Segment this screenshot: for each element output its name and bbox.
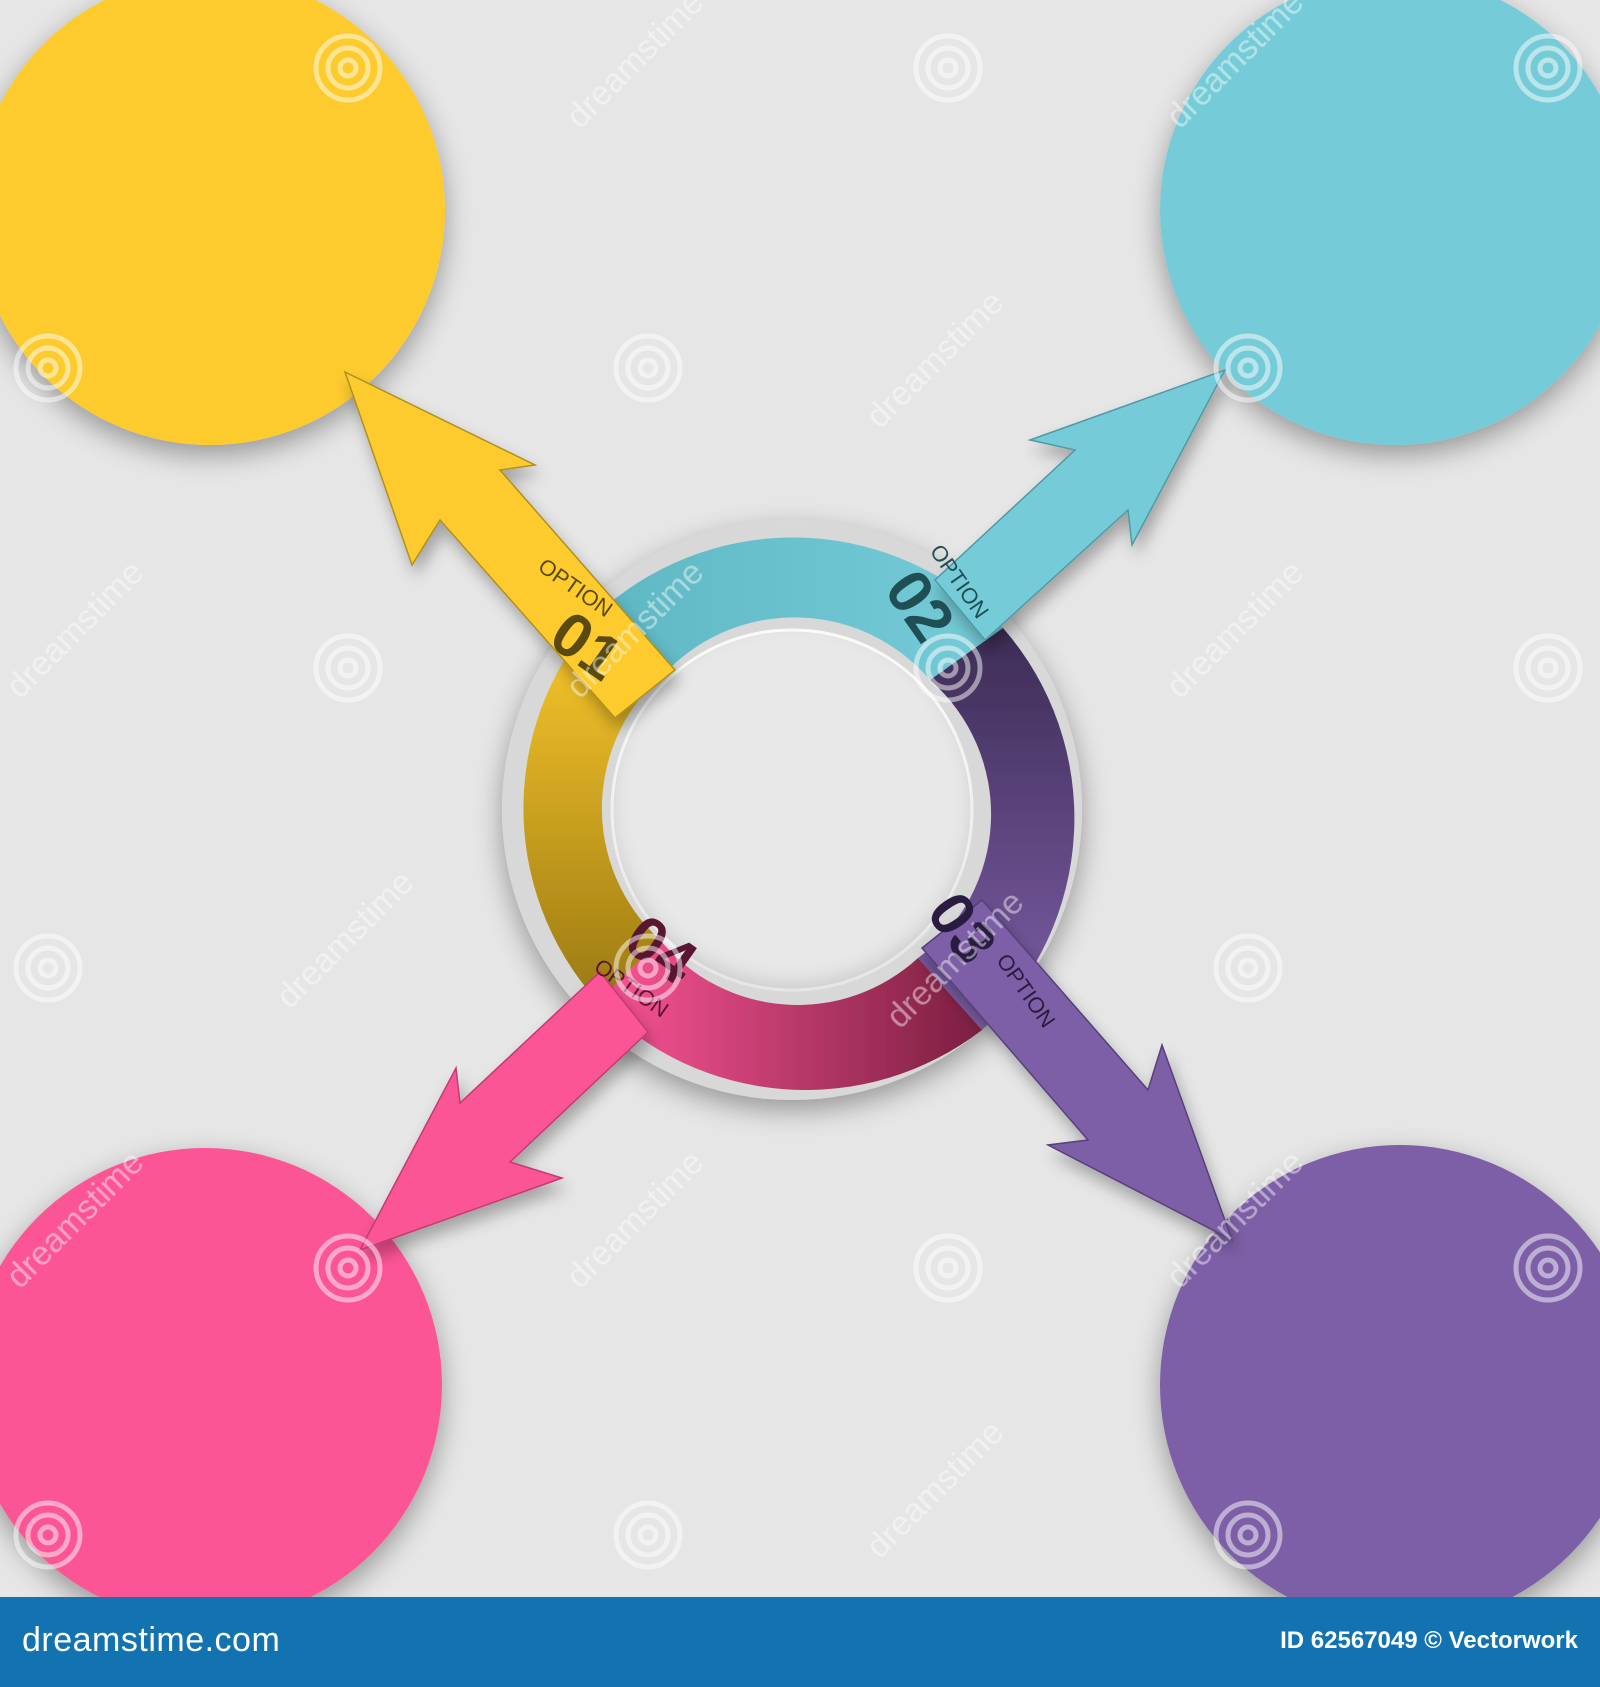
arrow-option-01 bbox=[343, 370, 677, 720]
watermark-text: dreamstime bbox=[859, 283, 1011, 435]
arrow-option-03 bbox=[920, 898, 1234, 1242]
ring-segment-pink bbox=[598, 940, 982, 1091]
ring-segment-yellow bbox=[523, 607, 668, 1002]
spiral-logo-icon bbox=[1213, 333, 1283, 403]
spiral-logo-icon bbox=[1213, 1500, 1283, 1570]
ring-segment-teal bbox=[605, 537, 1003, 680]
arrow-option-04 bbox=[358, 970, 650, 1252]
spiral-logo-icon bbox=[613, 333, 683, 403]
watermark-text: dreamstime bbox=[859, 1413, 1011, 1565]
spiral-logo-icon bbox=[913, 1233, 983, 1303]
corner-circle-teal bbox=[1160, 0, 1600, 445]
watermark-text: dreamstime bbox=[269, 863, 421, 1015]
spiral-logo-icon bbox=[313, 1233, 383, 1303]
footer-credit: ID 62567049 © Vectorwork bbox=[1280, 1627, 1578, 1654]
spiral-logo-icon bbox=[1513, 1233, 1583, 1303]
watermark-text: dreamstime bbox=[559, 1143, 711, 1295]
spiral-logo-icon bbox=[313, 633, 383, 703]
spiral-logo-icon bbox=[1213, 933, 1283, 1003]
ring-center-hole bbox=[610, 628, 974, 992]
spiral-logo-icon bbox=[1513, 33, 1583, 103]
spiral-logo-icon bbox=[13, 1500, 83, 1570]
watermark-text: dreamstime bbox=[1159, 553, 1311, 705]
watermark-text: dreamstime bbox=[559, 0, 711, 136]
corner-circle-yellow bbox=[0, 0, 445, 445]
spiral-logo-icon bbox=[613, 1500, 683, 1570]
spiral-logo-icon bbox=[1513, 633, 1583, 703]
watermark-text: dreamstime bbox=[0, 553, 151, 705]
corner-circle-pink bbox=[0, 1148, 442, 1622]
footer-brand[interactable]: dreamstime.com bbox=[22, 1621, 281, 1659]
corner-circle-purple bbox=[1160, 1145, 1600, 1625]
spiral-logo-icon bbox=[313, 33, 383, 103]
arrow-option-02 bbox=[933, 368, 1227, 642]
spiral-logo-icon bbox=[13, 333, 83, 403]
watermark-logos bbox=[13, 33, 1583, 1570]
spiral-logo-icon bbox=[913, 33, 983, 103]
spiral-logo-icon bbox=[13, 933, 83, 1003]
footer-bar: dreamstime.com ID 62567049 © Vectorwork bbox=[0, 1597, 1600, 1687]
spiral-logo-icon bbox=[913, 633, 983, 703]
spiral-logo-icon bbox=[613, 933, 683, 1003]
central-ring bbox=[502, 520, 1082, 1100]
